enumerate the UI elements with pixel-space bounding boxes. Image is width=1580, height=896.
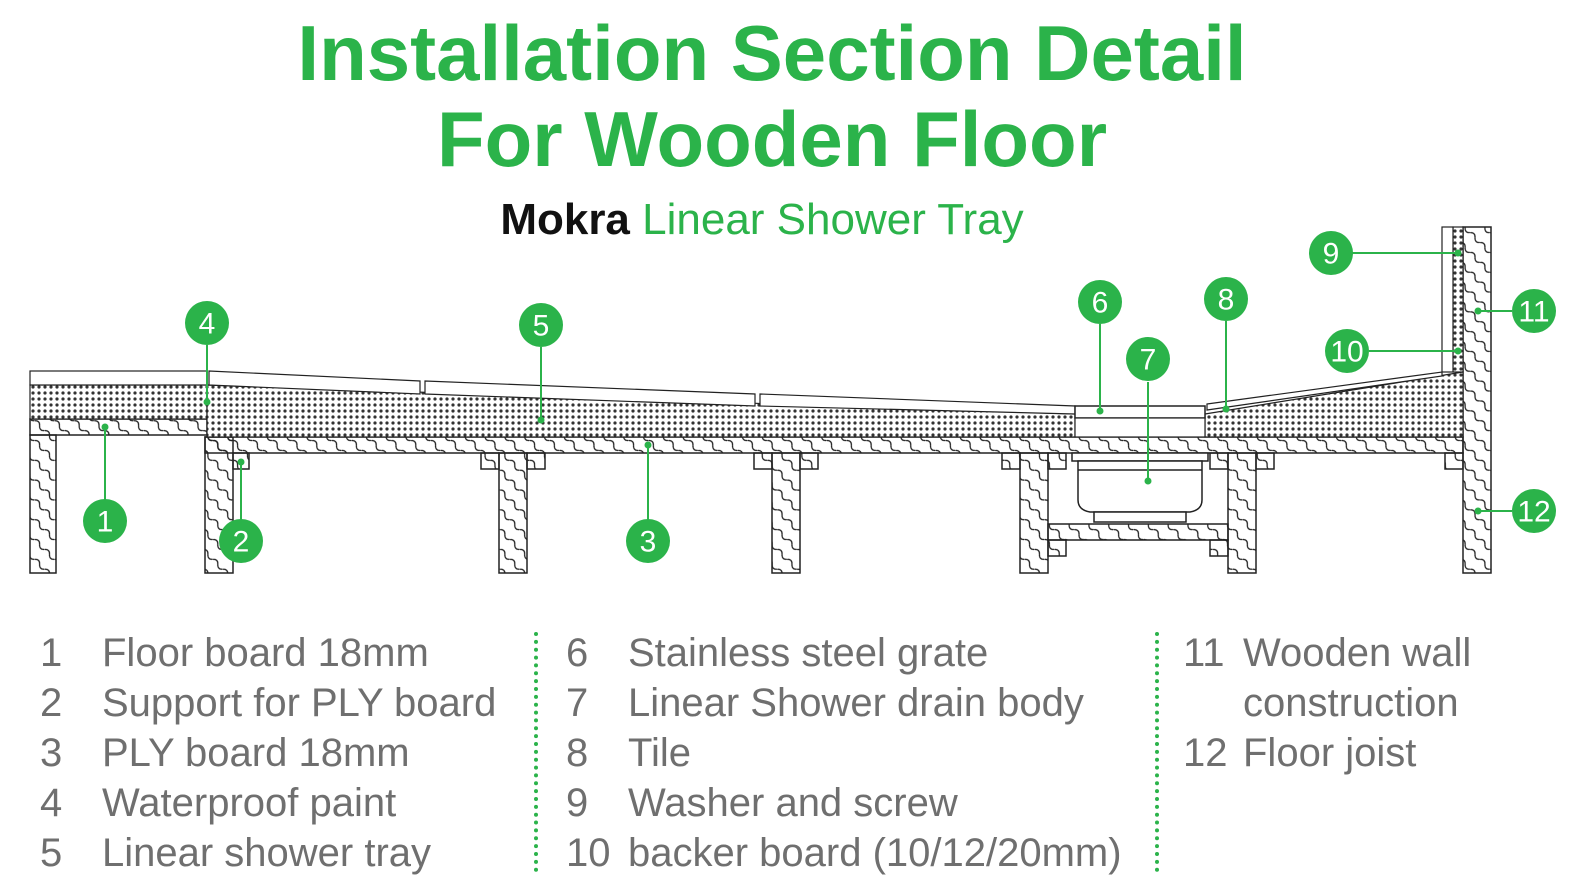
legend-item: 7 Linear Shower drain body bbox=[566, 678, 1122, 728]
legend-text: Linear shower tray bbox=[102, 831, 432, 875]
wooden-wall bbox=[1462, 226, 1492, 574]
legend-number: 12 bbox=[1183, 731, 1228, 775]
callout-4: 4 bbox=[185, 301, 229, 345]
callout-12: 12 bbox=[1512, 489, 1556, 533]
callout-8-label: 8 bbox=[1218, 284, 1235, 317]
callout-3: 3 bbox=[626, 519, 670, 563]
legend-item: 2 Support for PLY board bbox=[40, 678, 496, 728]
legend-column-3: 11 Wooden wall construction 12 Floor joist bbox=[1183, 628, 1483, 778]
legend-number: 6 bbox=[566, 631, 589, 675]
legend-column-2: 6 Stainless steel grate 7 Linear Shower dr… bbox=[566, 628, 1122, 878]
legend-item: 10 backer board (10/12/20mm) bbox=[566, 828, 1122, 878]
legend-text: Wooden wall construction bbox=[1243, 631, 1472, 725]
callout-10: 10 bbox=[1325, 329, 1369, 373]
callout-6: 6 bbox=[1078, 280, 1122, 324]
drain-grate bbox=[1074, 405, 1206, 438]
title-line-1: Installation Section Detail bbox=[297, 9, 1247, 97]
legend-number: 11 bbox=[1183, 631, 1225, 675]
floor-board bbox=[29, 418, 208, 436]
shower-tray-body bbox=[206, 371, 1464, 438]
legend-text: Stainless steel grate bbox=[628, 631, 989, 675]
ply-supports bbox=[232, 452, 1464, 557]
callout-5-label: 5 bbox=[533, 310, 550, 343]
legend-number: 10 bbox=[566, 831, 611, 875]
legend-text: Washer and screw bbox=[628, 781, 958, 825]
legend-item: 12 Floor joist bbox=[1183, 728, 1483, 778]
screed-left bbox=[29, 384, 208, 420]
subtitle: Mokra Linear Shower Tray bbox=[0, 194, 1524, 246]
callout-3-label: 3 bbox=[640, 526, 657, 559]
legend-text: PLY board 18mm bbox=[102, 731, 410, 775]
legend-column-1: 1 Floor board 18mm 2 Support for PLY board… bbox=[40, 628, 496, 878]
legend-number: 2 bbox=[40, 681, 63, 725]
floor-joists bbox=[29, 434, 1257, 574]
legend-item: 3 PLY board 18mm bbox=[40, 728, 496, 778]
callout-7: 7 bbox=[1126, 337, 1170, 381]
callout-12-label: 12 bbox=[1517, 496, 1550, 529]
callout-6-label: 6 bbox=[1092, 287, 1109, 320]
legend-item: 5 Linear shower tray bbox=[40, 828, 496, 878]
leader-dots bbox=[101, 249, 1482, 515]
drain-body bbox=[1071, 452, 1209, 523]
legend-item: 8 Tile bbox=[566, 728, 1122, 778]
legend-item: 6 Stainless steel grate bbox=[566, 628, 1122, 678]
legend-item: 11 Wooden wall construction bbox=[1183, 628, 1483, 728]
callout-2-label: 2 bbox=[233, 526, 250, 559]
legend-text: Support for PLY board bbox=[102, 681, 497, 725]
legend-number: 3 bbox=[40, 731, 63, 775]
callout-10-label: 10 bbox=[1330, 336, 1363, 369]
brand-name: Mokra bbox=[500, 195, 630, 244]
title-line-2: For Wooden Floor bbox=[436, 95, 1108, 183]
legend-text: backer board (10/12/20mm) bbox=[628, 831, 1122, 875]
section-diagram: 1 2 3 4 5 6 7 8 9 10 11 12 bbox=[29, 226, 1556, 574]
legend-divider bbox=[534, 632, 538, 872]
callout-4-label: 4 bbox=[199, 308, 216, 341]
legend-divider bbox=[1155, 632, 1159, 872]
legend-text: Floor joist bbox=[1243, 731, 1417, 775]
legend-text: Waterproof paint bbox=[102, 781, 397, 825]
backer-board bbox=[1441, 226, 1464, 373]
callout-11-label: 11 bbox=[1518, 296, 1549, 329]
callout-9: 9 bbox=[1309, 231, 1353, 275]
product-name: Linear Shower Tray bbox=[642, 195, 1024, 244]
legend-number: 7 bbox=[566, 681, 589, 725]
legend-number: 4 bbox=[40, 781, 63, 825]
callout-1: 1 bbox=[83, 499, 127, 543]
leader-lines bbox=[104, 252, 1512, 520]
legend-number: 9 bbox=[566, 781, 589, 825]
callout-7-label: 7 bbox=[1140, 344, 1157, 377]
callout-11: 11 bbox=[1512, 289, 1556, 333]
legend-item: 4 Waterproof paint bbox=[40, 778, 496, 828]
callout-8: 8 bbox=[1204, 277, 1248, 321]
legend-number: 8 bbox=[566, 731, 589, 775]
callout-1-label: 1 bbox=[97, 506, 114, 539]
legend-text: Floor board 18mm bbox=[102, 631, 429, 675]
legend-text: Tile bbox=[628, 731, 691, 775]
tiles bbox=[29, 370, 1443, 415]
legend-text: Linear Shower drain body bbox=[628, 681, 1084, 725]
callout-2: 2 bbox=[219, 519, 263, 563]
callout-9-label: 9 bbox=[1323, 238, 1340, 271]
legend-item: 1 Floor board 18mm bbox=[40, 628, 496, 678]
legend-number: 5 bbox=[40, 831, 63, 875]
legend-item: 9 Washer and screw bbox=[566, 778, 1122, 828]
ply-board bbox=[204, 436, 1464, 454]
callout-5: 5 bbox=[519, 303, 563, 347]
legend-number: 1 bbox=[40, 631, 63, 675]
